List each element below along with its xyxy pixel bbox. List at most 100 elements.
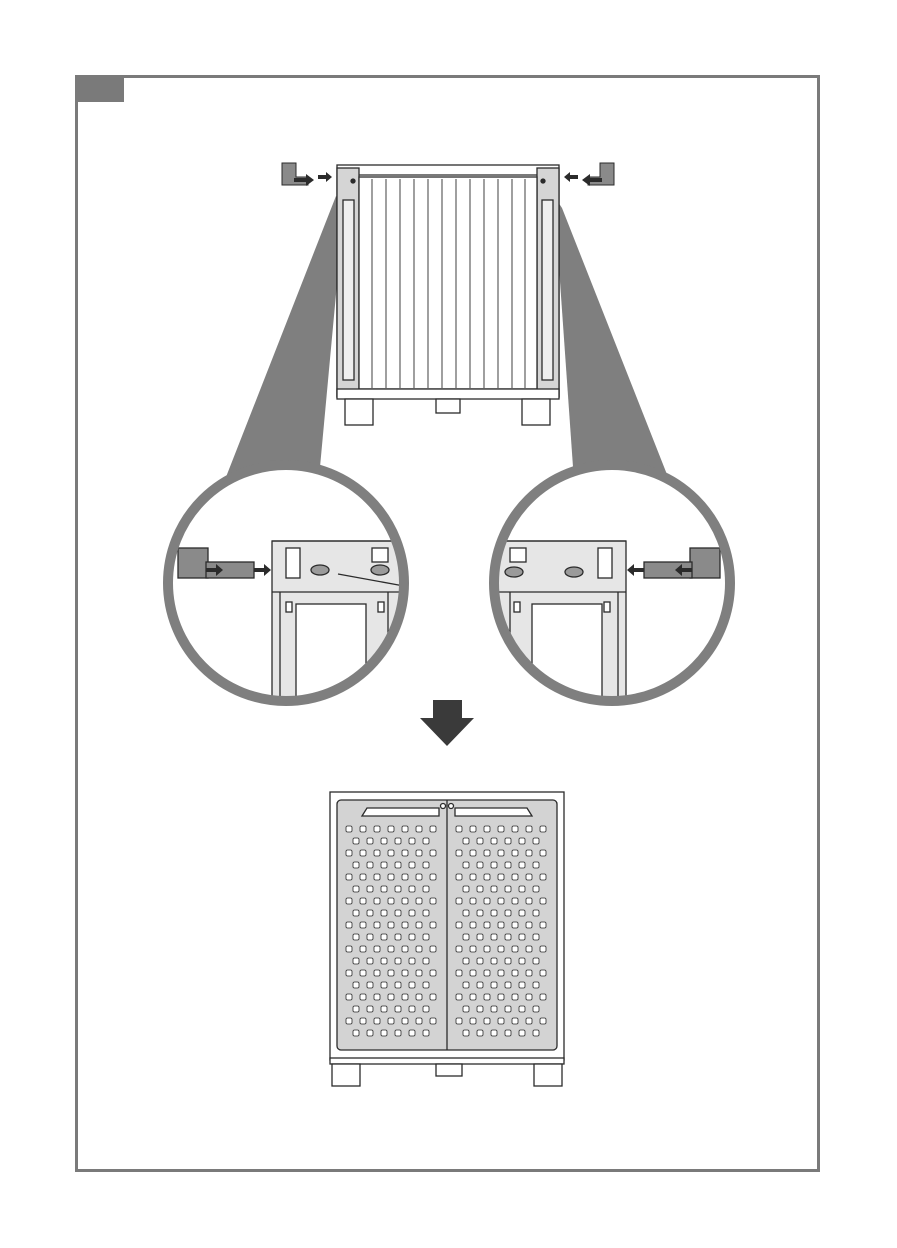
door-texture-cell (526, 898, 532, 904)
door-texture-cell (381, 886, 387, 892)
door-texture-cell (374, 994, 380, 1000)
door-texture-cell (540, 874, 546, 880)
door-texture-cell (470, 898, 476, 904)
door-texture-cell (395, 838, 401, 844)
door-texture-cell (374, 970, 380, 976)
door-texture-cell (416, 994, 422, 1000)
door-texture-cell (477, 934, 483, 940)
door-texture-cell (484, 922, 490, 928)
door-texture-cell (402, 970, 408, 976)
door-texture-cell (491, 838, 497, 844)
door-texture-cell (498, 970, 504, 976)
door-texture-cell (470, 994, 476, 1000)
door-texture-cell (456, 874, 462, 880)
door-texture-cell (533, 1030, 539, 1036)
door-texture-cell (353, 862, 359, 868)
door-texture-cell (463, 1006, 469, 1012)
door-texture-cell (491, 958, 497, 964)
door-texture-cell (484, 1018, 490, 1024)
door-texture-cell (533, 862, 539, 868)
door-texture-cell (395, 982, 401, 988)
door-texture-cell (540, 898, 546, 904)
door-texture-cell (463, 982, 469, 988)
door-texture-cell (360, 850, 366, 856)
top-bracket-left (282, 163, 332, 186)
door-texture-cell (456, 970, 462, 976)
door-texture-cell (353, 838, 359, 844)
door-texture-cell (512, 970, 518, 976)
door-texture-cell (540, 826, 546, 832)
door-texture-cell (526, 874, 532, 880)
door-texture-cell (353, 934, 359, 940)
door-texture-cell (346, 874, 352, 880)
door-texture-cell (395, 1006, 401, 1012)
zoom-detail-right (486, 465, 730, 714)
door-texture-cell (353, 886, 359, 892)
door-texture-cell (346, 994, 352, 1000)
door-texture-cell (360, 826, 366, 832)
door-texture-cell (360, 1018, 366, 1024)
door-texture-cell (498, 994, 504, 1000)
door-texture-cell (416, 946, 422, 952)
door-texture-cell (374, 826, 380, 832)
door-texture-cell (470, 922, 476, 928)
door-texture-cell (491, 934, 497, 940)
door-texture-cell (491, 910, 497, 916)
door-texture-cell (416, 850, 422, 856)
door-texture-cell (416, 874, 422, 880)
door-texture-cell (470, 850, 476, 856)
door-texture-cell (346, 970, 352, 976)
door-texture-cell (395, 1030, 401, 1036)
door-texture-cell (456, 1018, 462, 1024)
door-texture-cell (367, 886, 373, 892)
door-texture-cell (409, 910, 415, 916)
door-texture-cell (498, 874, 504, 880)
door-texture-cell (512, 898, 518, 904)
door-texture-cell (505, 910, 511, 916)
door-texture-cell (526, 970, 532, 976)
door-texture-cell (423, 838, 429, 844)
door-texture-cell (526, 994, 532, 1000)
door-texture-cell (463, 910, 469, 916)
door-texture-cell (423, 982, 429, 988)
door-texture-cell (430, 970, 436, 976)
door-texture-cell (381, 1006, 387, 1012)
door-texture-cell (416, 826, 422, 832)
door-texture-cell (409, 1030, 415, 1036)
door-texture-cell (388, 898, 394, 904)
door-texture-cell (416, 898, 422, 904)
door-texture-cell (374, 898, 380, 904)
door-texture-cell (456, 994, 462, 1000)
door-texture-cell (353, 1030, 359, 1036)
door-texture-cell (416, 970, 422, 976)
door-texture-cell (491, 1030, 497, 1036)
door-texture-cell (498, 1018, 504, 1024)
door-texture-cell (540, 1018, 546, 1024)
door-texture-cell (353, 982, 359, 988)
door-texture-cell (463, 886, 469, 892)
cabinet-finished (330, 792, 564, 1086)
door-texture-cell (470, 946, 476, 952)
door-texture-cell (477, 838, 483, 844)
door-texture-cell (409, 862, 415, 868)
door-texture-cell (484, 850, 490, 856)
door-texture-cell (409, 1006, 415, 1012)
door-texture-cell (463, 838, 469, 844)
door-texture-cell (519, 934, 525, 940)
door-texture-cell (477, 1030, 483, 1036)
door-texture-cell (519, 1030, 525, 1036)
top-bracket-right (564, 163, 614, 186)
door-texture-cell (477, 958, 483, 964)
door-texture-cell (402, 898, 408, 904)
door-texture-cell (463, 958, 469, 964)
door-texture-cell (374, 922, 380, 928)
door-texture-cell (512, 826, 518, 832)
door-texture-cell (526, 826, 532, 832)
door-texture-cell (533, 982, 539, 988)
door-texture-cell (430, 946, 436, 952)
door-texture-cell (388, 970, 394, 976)
door-texture-cell (540, 994, 546, 1000)
door-texture-cell (512, 994, 518, 1000)
door-texture-cell (381, 910, 387, 916)
door-texture-cell (367, 1030, 373, 1036)
